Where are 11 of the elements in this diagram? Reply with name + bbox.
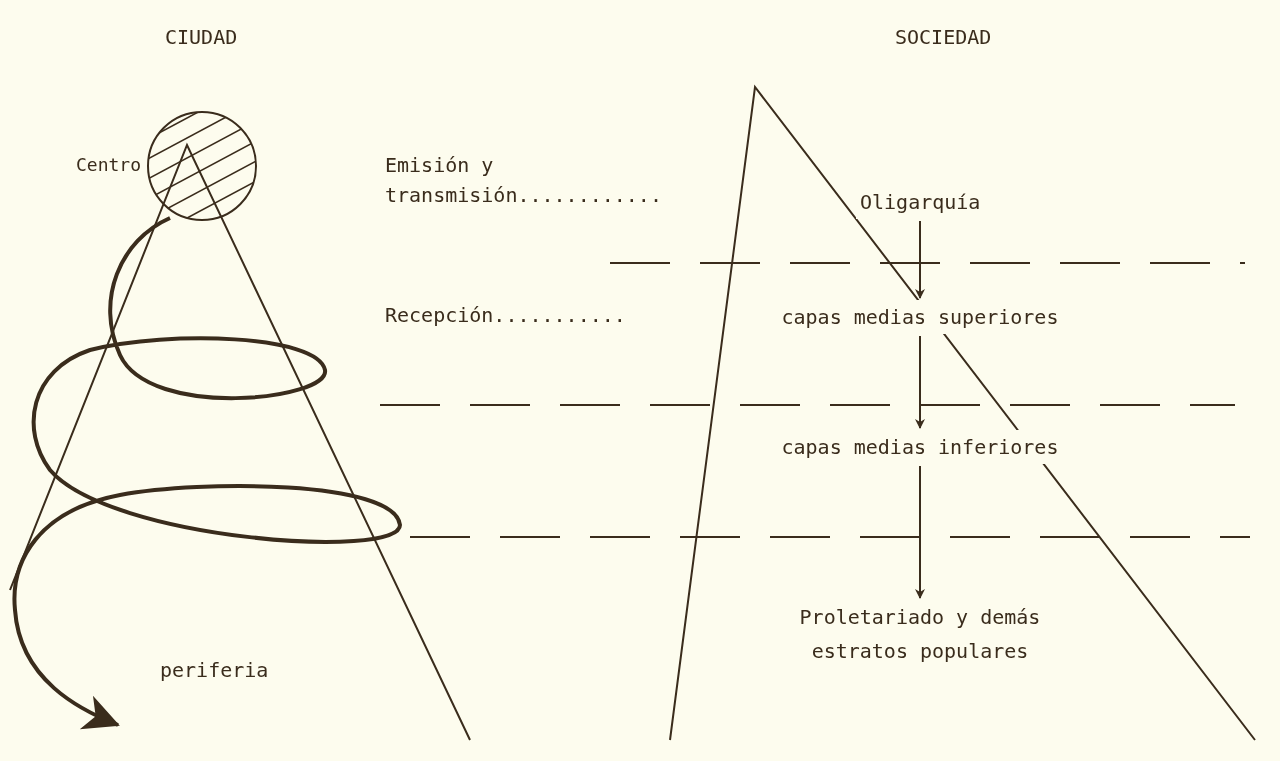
heading: CIUDAD: [165, 24, 238, 51]
caption-text: Centro: [76, 153, 142, 177]
arrow: [915, 335, 925, 429]
arrow: [915, 465, 925, 599]
heading: SOCIEDAD: [895, 24, 992, 51]
hatched-circle: [146, 110, 258, 222]
region-label: periferia: [160, 657, 269, 684]
spiral-arrow: [12, 216, 402, 729]
annotation-text: Recepción...........: [385, 302, 626, 329]
annotation-text: Emisión y transmisión............: [385, 152, 663, 209]
arrow: [915, 220, 925, 299]
